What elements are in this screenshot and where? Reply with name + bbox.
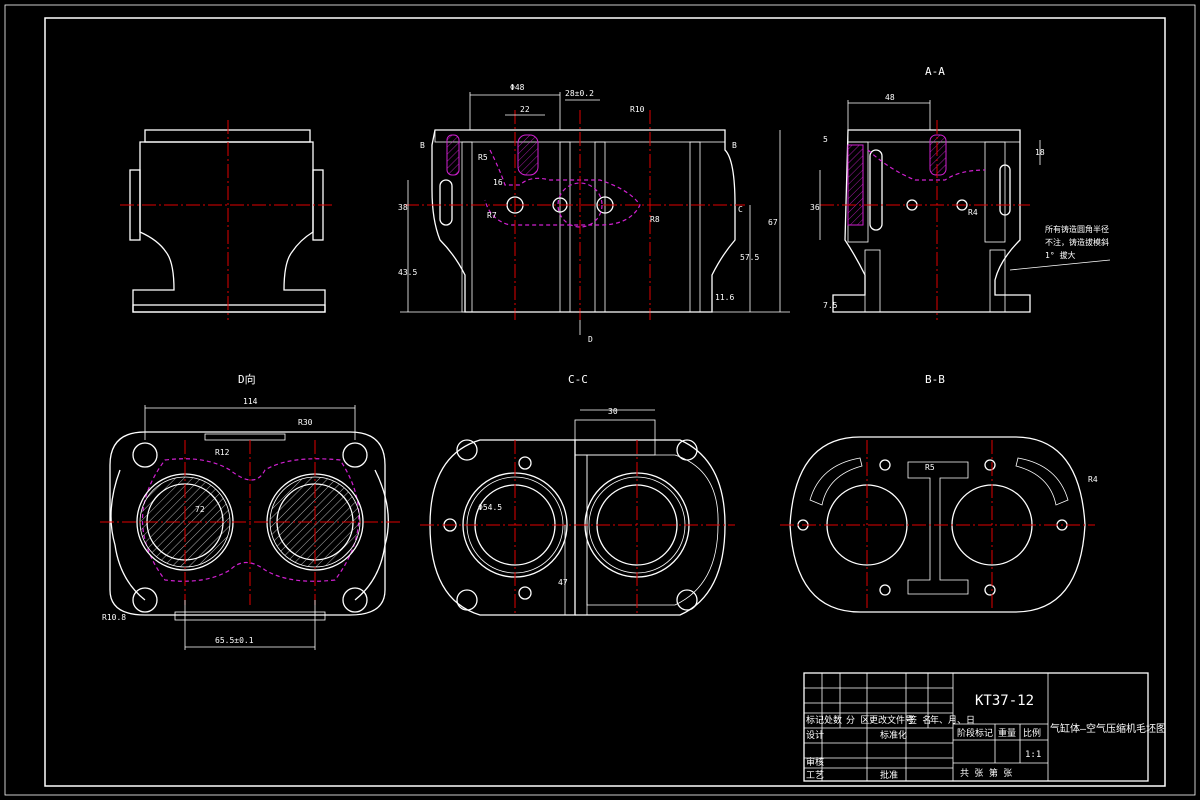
dim-phi48: Φ48	[510, 83, 525, 92]
section-cc-view: C-C 30 Φ54.5 47	[420, 373, 735, 616]
d-dim-114: 114	[243, 397, 258, 406]
d-dim-r30: R30	[298, 418, 313, 427]
label-c: C	[738, 205, 743, 214]
aa-dim-36: 36	[810, 203, 820, 212]
section-aa-view: A-A 48 18 5 36 7.5 R4 所有铸造圆角半径 不注，铸造拔模斜 …	[810, 65, 1111, 320]
tb-zone: 分 区	[846, 715, 869, 726]
d-dim-655: 65.5±0.1	[215, 636, 254, 645]
dim-r7: R7	[487, 211, 497, 220]
dim-r8: R8	[650, 215, 660, 224]
bb-dim-r5: R5	[925, 463, 935, 472]
aa-dim-5: 5	[823, 135, 828, 144]
dim-28: 28±0.2	[565, 89, 594, 98]
tb-review: 审核	[806, 756, 824, 768]
label-b-right: B	[732, 141, 737, 150]
dim-38: 38	[398, 203, 408, 212]
dim-r10: R10	[630, 105, 645, 114]
tb-sign: 签 名	[908, 714, 931, 726]
cc-dim-30: 30	[608, 407, 618, 416]
tb-design: 设计	[806, 729, 824, 741]
view-title-d: D向	[238, 372, 256, 386]
d-dim-r10-8: R10.8	[102, 613, 126, 622]
front-view	[120, 120, 335, 320]
note-line1: 所有铸造圆角半径	[1045, 224, 1109, 234]
inner-frame	[44, 17, 1166, 787]
tb-date: 年、月、日	[930, 714, 975, 726]
bb-dim-r4: R4	[1088, 475, 1098, 484]
dim-r5: R5	[478, 153, 488, 162]
cc-dim-phi54: Φ54.5	[478, 503, 502, 512]
tb-standard: 标准化	[880, 729, 907, 741]
note-line2: 不注，铸造拔模斜	[1045, 237, 1109, 247]
view-d: D向 114 R30 R12 72 R10.8 65.5±0.1	[100, 372, 400, 650]
tb-scale: 比例	[1023, 727, 1041, 739]
view-title-cc: C-C	[568, 373, 588, 386]
tb-process: 工艺	[806, 770, 824, 781]
dim-67: 67	[768, 218, 778, 227]
outer-frame	[4, 4, 1196, 796]
aa-dim-75: 7.5	[823, 301, 838, 310]
aa-dim-48: 48	[885, 93, 895, 102]
tb-mark: 标记	[806, 714, 824, 726]
label-b-left: B	[420, 141, 425, 150]
aa-dim-18: 18	[1035, 148, 1045, 157]
tb-approve: 批准	[880, 769, 898, 781]
section-bb-view: B-B R5 R4	[780, 373, 1098, 613]
tb-weight: 重量	[998, 727, 1016, 739]
note-line3: 1° 拔大	[1045, 250, 1075, 260]
label-d: D	[588, 335, 593, 344]
dim-43: 43.5	[398, 268, 417, 277]
tb-drawing-name: 气缸体—空气压缩机毛坯图	[1050, 722, 1166, 735]
dim-22: 22	[520, 105, 530, 114]
title-block: 标记 处数 分 区 更改文件号 签 名 年、月、日 设计 标准化 审核 工艺 批…	[803, 672, 1166, 782]
dim-116: 11.6	[715, 293, 734, 302]
main-section-view: Φ48 22 28±0.2 R10 16 38 43.5 67 57.5 11.…	[398, 83, 790, 344]
tb-count: 处数	[824, 714, 842, 726]
tb-sheets: 共 张 第 张	[960, 767, 1012, 779]
d-dim-r12: R12	[215, 448, 230, 457]
aa-dim-r4: R4	[968, 208, 978, 217]
tb-scale-val: 1:1	[1025, 750, 1041, 760]
d-dim-72: 72	[195, 505, 205, 514]
tb-drawing-no: KT37-12	[975, 693, 1034, 709]
tb-stage: 阶段标记	[957, 727, 993, 739]
tb-docno: 更改文件号	[869, 714, 914, 726]
view-title-aa: A-A	[925, 65, 945, 78]
view-title-bb: B-B	[925, 373, 945, 386]
dim-16: 16	[493, 178, 503, 187]
cc-dim-47: 47	[558, 578, 568, 587]
dim-57: 57.5	[740, 253, 759, 262]
